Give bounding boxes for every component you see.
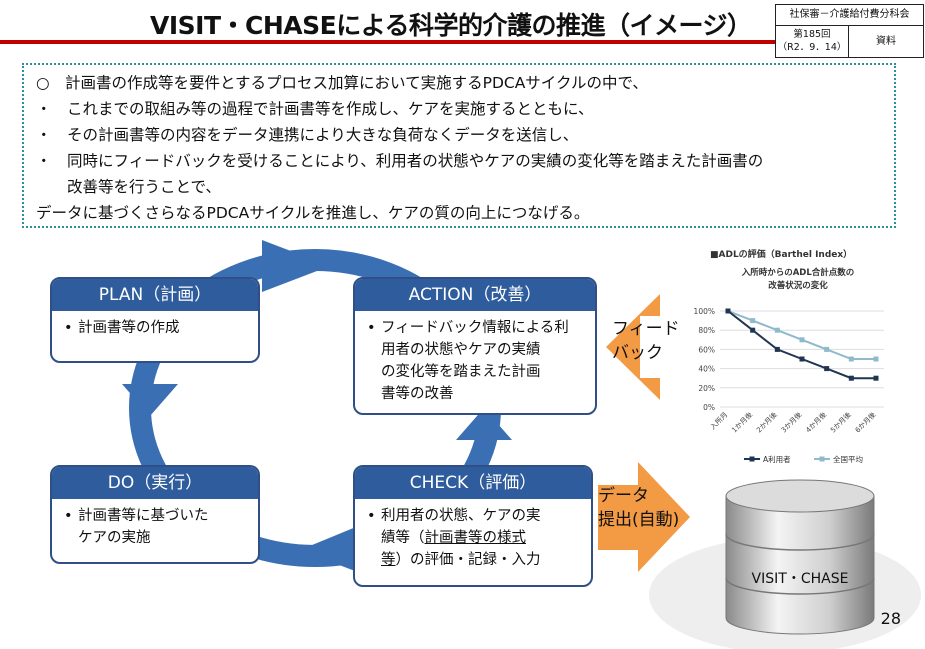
action-title: ACTION（改善） — [355, 279, 595, 311]
chart-point — [873, 356, 879, 362]
chart-x-tick: 1か月後 — [730, 410, 754, 434]
check-item-underlined-text: 等 — [381, 552, 396, 568]
summary-line: ・ これまでの取組み等の過程で計画書等を作成し、ケアを実施するとともに、 — [36, 100, 594, 118]
database-band — [725, 577, 875, 595]
check-item-line: 利用者の状態、ケアの実 — [381, 508, 541, 524]
summary-line: ・ 同時にフィードバックを受けることにより、利用者の状態やケアの実績の変化等を踏… — [36, 152, 764, 170]
check-item: 利用者の状態、ケアの実 績等（計画書等の様式 等）の評価・記録・入力 — [381, 505, 541, 571]
chart-x-tick: 3か月後 — [779, 410, 803, 434]
chart-y-tick: 100% — [694, 307, 715, 316]
chart-point — [824, 346, 830, 352]
meeting-org: 社保審－介護給付費分科会 — [776, 5, 923, 26]
plan-box: PLAN（計画） • 計画書等の作成 — [50, 277, 260, 363]
page-number: 28 — [880, 609, 901, 628]
cycle-arrowhead-left — [122, 384, 178, 416]
slide-title: VISIT・CHASEによる科学的介護の推進（イメージ） — [150, 11, 752, 40]
chart-legend-marker — [749, 456, 755, 462]
chart-y-tick: 60% — [698, 345, 715, 354]
data-submit-arrow — [598, 462, 690, 572]
database-top — [725, 479, 875, 513]
summary-line: 改善等を行うことで、 — [36, 178, 221, 196]
do-box: DO（実行） • 計画書等に基づいた ケアの実施 — [50, 465, 260, 564]
adl-chart: ■ADLの評価（Barthel Index） 入所時からのADL合計点数の 改善… — [680, 243, 900, 473]
chart-header: ■ADLの評価（Barthel Index） — [710, 248, 852, 260]
plan-item: 計画書等の作成 — [78, 320, 180, 336]
adl-chart-svg: ■ADLの評価（Barthel Index） 入所時からのADL合計点数の 改善… — [694, 248, 884, 464]
chart-legend-label: 全国平均 — [833, 454, 863, 464]
meeting-session: 第185回 （R2．9．14） — [776, 26, 849, 57]
do-item-line: 計画書等に基づいた — [78, 508, 209, 524]
chart-point — [750, 318, 756, 324]
action-item-line: の変化等を踏まえた計画 — [381, 364, 541, 380]
summary-box: ○ 計画書の作成等を要件とするプロセス加算において実施するPDCAサイクルの中で… — [22, 63, 896, 228]
check-title: CHECK（評価） — [355, 467, 591, 499]
database-label: VISIT・CHASE — [752, 571, 849, 587]
action-item-line: 書等の改善 — [381, 386, 454, 402]
chart-point — [824, 366, 830, 372]
data-submit-label: データ 提出(自動) — [598, 484, 679, 532]
action-item: フィードバック情報による利 用者の状態やケアの実績 の変化等を踏まえた計画 書等… — [381, 317, 569, 405]
data-submit-label-line: 提出(自動) — [598, 510, 680, 530]
action-item-line: 用者の状態やケアの実績 — [381, 342, 541, 358]
check-box: CHECK（評価） • 利用者の状態、ケアの実 績等（計画書等の様式 等）の評価… — [353, 465, 593, 587]
chart-point — [750, 327, 756, 333]
database-icon: VISIT・CHASE — [725, 479, 875, 635]
summary-line: ・ その計画書等の内容をデータ連携により大きな負荷なくデータを送信し、 — [36, 126, 579, 144]
bullet: • — [367, 320, 376, 336]
document-type: 資料 — [876, 36, 896, 47]
chart-point — [774, 346, 780, 352]
chart-title-line: 入所時からのADL合計点数の — [741, 267, 855, 278]
check-item-text: ）の評価・記録・入力 — [395, 552, 541, 568]
chart-y-tick: 80% — [698, 326, 715, 335]
check-item-line: 績等（計画書等の様式 — [381, 527, 541, 549]
chart-x-tick: 入所月 — [708, 410, 729, 431]
summary-line: データに基づくさらなるPDCAサイクルを推進し、ケアの質の向上につなげる。 — [36, 204, 590, 222]
feedback-label-line: フィード — [612, 319, 680, 339]
chart-title-line: 改善状況の変化 — [768, 280, 828, 291]
check-item-underlined-text: 計画書等の様式 — [424, 530, 527, 546]
check-item-text: 績等（ — [381, 530, 425, 546]
database-body — [725, 495, 875, 635]
chart-y-tick: 40% — [698, 365, 715, 374]
chart-y-tick: 0% — [703, 403, 715, 412]
do-item: 計画書等に基づいた ケアの実施 — [78, 505, 209, 549]
chart-x-tick: 2か月後 — [754, 410, 778, 434]
chart-x-tick: 5か月後 — [828, 410, 852, 434]
title-rule — [0, 40, 775, 44]
chart-point — [848, 375, 854, 381]
action-box: ACTION（改善） • フィードバック情報による利 用者の状態やケアの実績 の… — [353, 277, 597, 415]
chart-point — [848, 356, 854, 362]
action-item-line: フィードバック情報による利 — [381, 320, 569, 336]
chart-point — [799, 337, 805, 343]
feedback-label-line: バック — [612, 343, 663, 363]
cycle-arrowhead-top — [262, 240, 330, 292]
chart-point — [799, 356, 805, 362]
chart-point — [774, 327, 780, 333]
chart-x-tick: 4か月後 — [804, 410, 828, 434]
chart-legend-marker — [819, 456, 825, 462]
meeting-session-number: 第185回 — [793, 29, 831, 40]
database-band — [725, 533, 875, 551]
do-title: DO（実行） — [52, 467, 258, 499]
cycle-arrowhead-bottom — [300, 522, 368, 576]
meeting-info-box: 社保審－介護給付費分科会 第185回 （R2．9．14） 資料 — [775, 4, 924, 58]
bullet: • — [367, 508, 376, 524]
data-submit-label-line: データ — [598, 486, 649, 506]
feedback-label: フィード バック — [612, 317, 680, 365]
meeting-date: （R2．9．14） — [777, 42, 847, 53]
chart-legend-label: A利用者 — [763, 454, 791, 464]
check-item-line: 等）の評価・記録・入力 — [381, 549, 541, 571]
summary-line: ○ 計画書の作成等を要件とするプロセス加算において実施するPDCAサイクルの中で… — [36, 74, 648, 92]
cycle-arrowhead-right — [456, 408, 512, 440]
chart-point — [873, 375, 879, 381]
chart-y-tick: 20% — [698, 384, 715, 393]
bullet: • — [64, 508, 73, 524]
do-item-line: ケアの実施 — [78, 530, 151, 546]
chart-point — [725, 308, 731, 314]
chart-x-tick: 6か月後 — [853, 410, 877, 434]
bullet: • — [64, 320, 73, 336]
plan-title: PLAN（計画） — [52, 279, 258, 311]
feedback-arrow — [606, 294, 660, 400]
